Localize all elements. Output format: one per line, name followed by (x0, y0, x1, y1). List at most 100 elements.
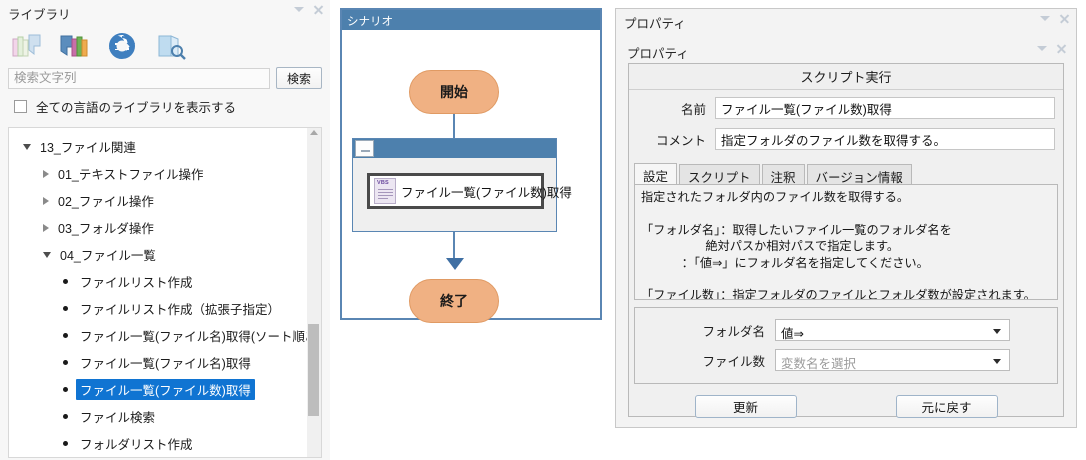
collapse-group-icon[interactable] (355, 140, 374, 157)
description-line (641, 205, 1051, 221)
close-icon[interactable] (1056, 43, 1067, 54)
combo-row-filecount: ファイル数 変数名を選択 (635, 348, 1057, 372)
properties-inner-title: プロパティ (627, 47, 689, 61)
tree-item[interactable]: ファイルリスト作成（拡張子指定） (9, 295, 307, 322)
show-all-languages-checkbox[interactable] (14, 99, 27, 113)
tree-item[interactable]: ファイル一覧(ファイル数)取得 (9, 376, 307, 403)
tab-1[interactable]: スクリプト (679, 164, 760, 185)
flow-group-container[interactable]: VBS ファイル一覧(ファイル数)取得 (352, 138, 572, 232)
chevron-down-icon[interactable] (23, 143, 31, 150)
tree-item-label: 01_テキストファイル操作 (58, 168, 204, 182)
chevron-down-icon[interactable] (1040, 16, 1050, 21)
properties-outer-title: プロパティ (624, 17, 686, 31)
script-block-label: ファイル一覧(ファイル数)取得 (401, 185, 572, 200)
tree-item-label: ファイルリスト作成（拡張子指定） (80, 303, 281, 317)
tree-scrollbar[interactable] (307, 128, 321, 457)
tree-item[interactable]: 01_テキストファイル操作 (9, 160, 307, 187)
folder-search-icon[interactable] (154, 30, 188, 62)
tree-item-label: ファイル検索 (80, 411, 156, 425)
file-count-value: 変数名を選択 (781, 357, 857, 371)
tree-item[interactable]: フォルダリスト作成 (9, 430, 307, 457)
tree-item[interactable]: ファイル検索 (9, 403, 307, 430)
flow-connector-bottom (453, 232, 455, 260)
folder-name-combobox[interactable]: 値⇒ (775, 319, 1010, 341)
flow-group-header (353, 139, 556, 158)
parameter-group: フォルダ名 値⇒ ファイル数 変数名を選択 (634, 307, 1058, 384)
chevron-right-icon[interactable] (43, 196, 49, 205)
properties-heading: スクリプト実行 (629, 64, 1063, 90)
properties-outer-window-controls (1040, 13, 1070, 24)
refresh-sync-icon[interactable] (106, 30, 140, 62)
combo-row-folder: フォルダ名 値⇒ (635, 318, 1057, 342)
scrollbar-thumb[interactable] (308, 324, 319, 416)
bullet-icon (63, 306, 68, 311)
tree-item[interactable]: ファイル一覧(ファイル名)取得(ソート順あり) (9, 322, 321, 349)
properties-inner-window-controls (1037, 43, 1067, 54)
tab-3[interactable]: バージョン情報 (806, 164, 912, 185)
description-line: 絶対パスか相対パスで指定します。 (641, 239, 900, 254)
file-count-combobox[interactable]: 変数名を選択 (775, 349, 1010, 371)
tree-item[interactable]: 13_ファイル関連 (9, 133, 307, 160)
name-field-label: 名前 (680, 102, 706, 117)
chevron-down-icon[interactable] (993, 359, 1001, 364)
tree-item-label: フォルダリスト作成 (80, 438, 193, 452)
search-button[interactable]: 検索 (276, 67, 322, 89)
bullet-icon (63, 441, 68, 446)
tree-item[interactable]: 03_フォルダ操作 (9, 214, 307, 241)
script-block[interactable]: VBS ファイル一覧(ファイル数)取得 (367, 173, 572, 209)
flow-node-start[interactable]: 開始 (409, 70, 499, 114)
scenario-canvas[interactable]: 開始 VBS ファイル一覧(ファイル数)取得 (342, 30, 600, 323)
folder-name-label: フォルダ名 (702, 324, 765, 339)
library-search-row: 検索 (0, 64, 330, 92)
tree-item[interactable]: ファイルリスト作成 (9, 268, 307, 295)
scroll-up-icon[interactable] (310, 130, 318, 135)
chevron-down-icon[interactable] (993, 329, 1001, 334)
tree-item-label: ファイル一覧(ファイル数)取得 (76, 379, 255, 400)
tree-item[interactable]: 04_ファイル一覧 (9, 241, 307, 268)
description-box: 指定されたフォルダ内のファイル数を取得する。 「フォルダ名」：取得したいファイル… (634, 184, 1058, 300)
tree-item[interactable]: 先頭ファイルの取得 (9, 457, 307, 458)
field-row-comment: コメント (629, 126, 1063, 152)
tree-item[interactable]: 02_ファイル操作 (9, 187, 307, 214)
scenario-panel: シナリオ 開始 VBS ファイル一覧(ファイル数)取得 (340, 8, 602, 323)
comment-field-label: コメント (655, 133, 706, 148)
library-export-icon[interactable] (58, 30, 92, 62)
tab-0[interactable]: 設定 (634, 163, 678, 184)
bullet-icon (63, 279, 68, 284)
flow-node-end[interactable]: 終了 (409, 279, 499, 323)
description-line: ：「値⇒」にフォルダ名を指定してください。 (641, 255, 929, 270)
bullet-icon (63, 333, 68, 338)
revert-button[interactable]: 元に戻す (895, 395, 998, 418)
close-icon[interactable] (313, 4, 324, 15)
library-titlebar: ライブラリ (0, 0, 330, 24)
chevron-right-icon[interactable] (43, 169, 49, 178)
name-field[interactable] (715, 97, 1055, 119)
file-count-label: ファイル数 (702, 354, 765, 369)
properties-outer-titlebar: プロパティ (616, 9, 1076, 33)
flow-arrow-icon (446, 258, 464, 270)
comment-field[interactable] (715, 128, 1055, 150)
update-button[interactable]: 更新 (694, 395, 797, 418)
bullet-icon (63, 360, 68, 365)
tree-item-label: 04_ファイル一覧 (60, 249, 156, 263)
description-line: 「ファイル数」：指定フォルダのファイルとフォルダ数が設定されます。 (641, 288, 1036, 300)
chevron-down-icon[interactable] (1037, 46, 1047, 51)
chevron-down-icon[interactable] (294, 7, 304, 12)
chevron-down-icon[interactable] (43, 251, 51, 258)
description-line (641, 271, 1051, 287)
tab-2[interactable]: 注釈 (761, 164, 805, 185)
search-input[interactable] (8, 67, 270, 89)
close-icon[interactable] (1059, 13, 1070, 24)
library-import-icon[interactable] (10, 30, 44, 62)
tree-item[interactable]: ファイル一覧(ファイル名)取得 (9, 349, 307, 376)
folder-name-value: 値⇒ (781, 327, 804, 341)
chevron-right-icon[interactable] (43, 223, 49, 232)
library-window-controls (294, 4, 324, 15)
bullet-icon (63, 387, 68, 392)
description-line: 指定されたフォルダ内のファイル数を取得する。 (641, 190, 910, 204)
properties-button-row: 更新 元に戻す (629, 395, 1063, 418)
